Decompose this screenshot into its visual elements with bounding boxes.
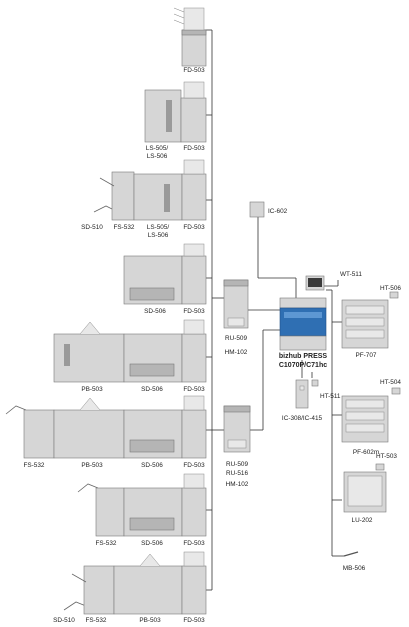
relay-unit-upper: RU-509 HM-102 <box>223 279 249 356</box>
label-ls505: LS-505/ <box>146 145 169 152</box>
label-pb503: PB-503 <box>81 462 103 469</box>
large-capacity-unit-lu202: HT-503 LU-202 <box>343 453 397 524</box>
paper-feeder-pf707: HT-506 PF-707 <box>341 285 401 359</box>
label-ru509: RU-509 <box>225 335 247 342</box>
label-fd503: FD-503 <box>183 67 205 74</box>
manual-bypass-mb506: MB-506 <box>343 551 366 572</box>
label-ls506: LS-506 <box>147 153 168 160</box>
config-row-3: SD-510 FS-532 LS-505/ LS-506 FD-503 <box>81 159 207 239</box>
label-model-line2: C1070P/C71hc <box>279 362 327 369</box>
config-row-2: LS-505/ LS-506 FD-503 <box>144 81 207 160</box>
label-fd503: FD-503 <box>183 145 205 152</box>
label-wt511: WT-511 <box>340 271 362 278</box>
label-pb503: PB-503 <box>139 617 161 624</box>
label-sd510: SD-510 <box>53 617 75 624</box>
ic308-unit: HT-511 IC-308/IC-415 <box>282 379 341 422</box>
label-ls506: LS-506 <box>148 232 169 239</box>
label-fs532: FS-532 <box>114 224 135 231</box>
label-fd503: FD-503 <box>183 540 205 547</box>
label-ht511: HT-511 <box>320 393 341 400</box>
ic602-unit: IC-602 <box>249 201 288 218</box>
label-fs532: FS-532 <box>24 462 45 469</box>
label-mb506: MB-506 <box>343 565 366 572</box>
label-ht506: HT-506 <box>380 285 401 292</box>
paper-feeder-pf602m: HT-504 PF-602m <box>341 379 401 456</box>
config-row-7: FS-532 SD-506 FD-503 <box>77 473 207 547</box>
label-fs532: FS-532 <box>86 617 107 624</box>
config-row-1: FD-503 <box>173 7 207 74</box>
label-pf707: PF-707 <box>356 352 377 359</box>
label-hm102: HM-102 <box>225 349 248 356</box>
config-row-4: SD-506 FD-503 <box>123 243 207 315</box>
label-ic308: IC-308/IC-415 <box>282 415 323 422</box>
label-fs532: FS-532 <box>96 540 117 547</box>
config-row-8: SD-510 FS-532 PB-503 FD-503 <box>53 551 207 624</box>
label-sd506: SD-506 <box>141 540 163 547</box>
label-sd510: SD-510 <box>81 224 103 231</box>
label-ht504: HT-504 <box>380 379 401 386</box>
label-sd506: SD-506 <box>141 462 163 469</box>
label-fd503: FD-503 <box>183 308 205 315</box>
label-ru516: RU-516 <box>226 470 248 477</box>
config-row-6: FS-532 PB-503 SD-506 FD-503 <box>5 395 207 469</box>
label-ht503: HT-503 <box>376 453 397 460</box>
label-pb503: PB-503 <box>81 386 103 393</box>
label-lu202: LU-202 <box>352 517 373 524</box>
label-fd503: FD-503 <box>183 462 205 469</box>
relay-unit-lower: RU-509 RU-516 HM-102 <box>223 405 251 488</box>
label-fd503: FD-503 <box>183 386 205 393</box>
label-ic602: IC-602 <box>268 208 288 215</box>
label-sd506: SD-506 <box>141 386 163 393</box>
label-fd503: FD-503 <box>183 224 205 231</box>
label-model-line1: bizhub PRESS <box>279 353 328 360</box>
label-sd506: SD-506 <box>144 308 166 315</box>
label-pf602m: PF-602m <box>353 449 379 456</box>
config-row-5: PB-503 SD-506 FD-503 <box>53 319 207 393</box>
label-ls505: LS-505/ <box>147 224 170 231</box>
connector-lines <box>205 29 344 591</box>
label-ru509: RU-509 <box>226 461 248 468</box>
main-engine: bizhub PRESS C1070P/C71hc <box>279 275 328 369</box>
label-hm102: HM-102 <box>226 481 249 488</box>
label-fd503: FD-503 <box>183 617 205 624</box>
